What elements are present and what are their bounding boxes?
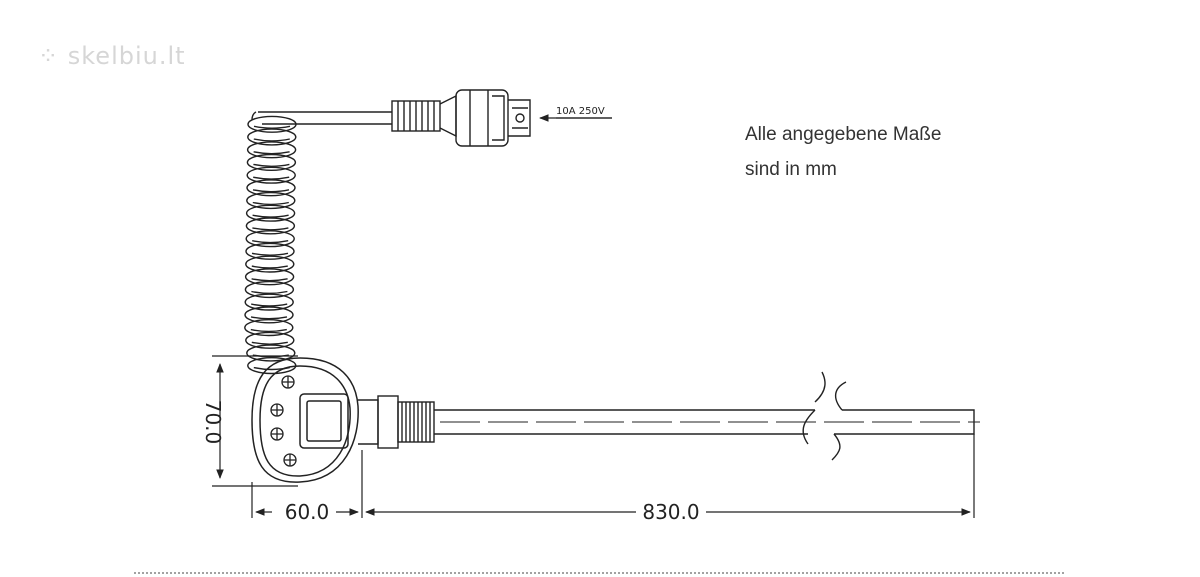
coil-loop bbox=[247, 128, 297, 146]
coil-loop bbox=[246, 141, 297, 159]
rating-callout: 10A 250V bbox=[539, 106, 612, 122]
heating-rod bbox=[434, 371, 980, 461]
coil-loop-inner bbox=[252, 240, 289, 244]
coil-loop bbox=[246, 166, 296, 184]
coil-loop bbox=[244, 280, 295, 299]
straight-cable bbox=[251, 111, 392, 125]
button-2 bbox=[270, 403, 284, 417]
coil-loop-inner bbox=[253, 151, 290, 155]
height-dimension bbox=[212, 355, 298, 487]
coil-loop-inner bbox=[250, 328, 287, 333]
button-1 bbox=[281, 375, 295, 389]
button-3 bbox=[270, 427, 284, 441]
coil-loop-inner bbox=[251, 303, 288, 307]
coil-loop bbox=[245, 331, 295, 349]
coil-loop-inner bbox=[253, 163, 290, 167]
heater-housing bbox=[251, 357, 359, 483]
watermark-text: skelbiu.lt bbox=[67, 42, 186, 70]
coil-loop bbox=[244, 319, 294, 337]
coil-loop-inner bbox=[250, 316, 288, 320]
heater-thread bbox=[358, 395, 435, 449]
coil-loop-inner bbox=[251, 341, 288, 345]
length-dimension-label: 830.0 bbox=[642, 500, 699, 524]
rating-label: 10A 250V bbox=[556, 106, 605, 117]
coil-loop-inner bbox=[251, 252, 289, 256]
coil-loop-inner bbox=[252, 214, 289, 218]
units-note-line1: Alle angegebene Maße bbox=[745, 124, 942, 145]
coil-loop-inner bbox=[252, 189, 290, 193]
coil-loop bbox=[245, 255, 295, 273]
width-dimension bbox=[251, 450, 363, 518]
coil-loop-inner bbox=[253, 125, 291, 129]
coil-loop bbox=[246, 153, 297, 172]
coil-loop bbox=[245, 230, 295, 248]
coil-loop-inner bbox=[253, 138, 290, 142]
coiled-cable bbox=[244, 115, 297, 375]
length-dimension bbox=[365, 434, 975, 518]
coil-loop bbox=[245, 217, 296, 235]
dots-logo-icon: ⁘ bbox=[38, 42, 60, 70]
watermark: ⁘ skelbiu.lt bbox=[38, 42, 186, 70]
coil-loop bbox=[246, 179, 296, 197]
coil-loop bbox=[246, 191, 296, 210]
coil-loop-inner bbox=[251, 290, 288, 295]
schuko-plug bbox=[455, 89, 531, 147]
coil-loop bbox=[245, 242, 295, 260]
coil-loop-inner bbox=[253, 176, 290, 180]
coil-loop bbox=[244, 293, 294, 311]
coil-loop bbox=[244, 268, 295, 286]
coil-loop bbox=[245, 204, 296, 222]
button-4 bbox=[283, 453, 297, 467]
coil-loop-inner bbox=[251, 278, 288, 282]
height-dimension-label: 70.0 bbox=[201, 400, 225, 445]
plug-strain-relief bbox=[391, 94, 457, 138]
coil-loop-inner bbox=[252, 201, 289, 206]
coil-loop bbox=[246, 344, 296, 362]
coil-loop-inner bbox=[252, 227, 289, 231]
coil-loop-inner bbox=[251, 265, 288, 269]
coil-loop bbox=[244, 306, 294, 324]
control-buttons bbox=[270, 375, 297, 467]
units-note-line2: sind in mm bbox=[745, 159, 837, 180]
width-dimension-label: 60.0 bbox=[285, 500, 330, 524]
